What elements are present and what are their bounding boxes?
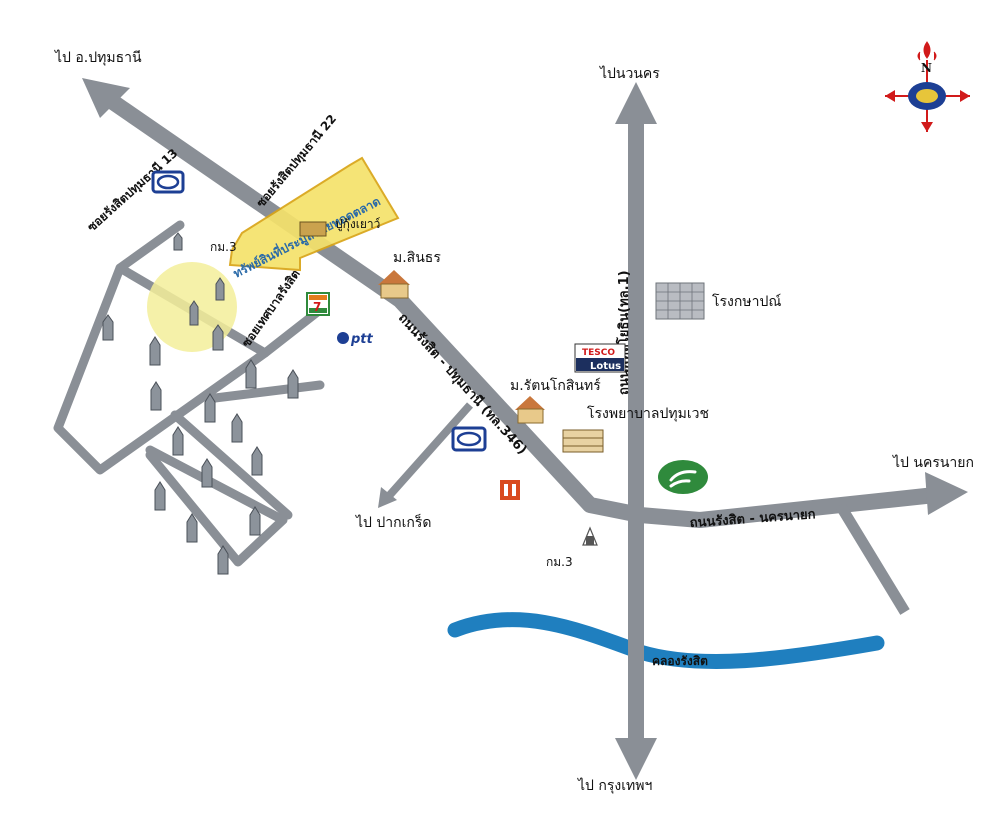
seven-eleven-icon: 7 <box>306 292 330 316</box>
house-icon <box>515 396 545 424</box>
landmark-kasap: โรงกษาปณ์ <box>712 293 781 310</box>
main-roads <box>105 93 936 755</box>
building-icon <box>102 314 114 341</box>
building-icon <box>251 446 263 476</box>
building-icon <box>212 324 224 351</box>
house-icon <box>378 270 410 299</box>
building-icon <box>173 232 183 251</box>
road-label-soi-local: ซอยเทศบาลรังสิต <box>239 267 303 350</box>
road-label-phahonyothin: ถนนพหลโยธิน(ทล.1) <box>615 270 632 395</box>
tesco-label: TESCO <box>582 348 615 358</box>
hospital-building-icon <box>562 429 604 453</box>
building-icon <box>204 393 216 423</box>
building-icon <box>189 300 199 326</box>
canal-label: คลองรังสิต <box>652 654 708 668</box>
dest-nava-nakorn: ไปนวนคร <box>599 65 660 82</box>
building-icon <box>215 277 225 301</box>
building-icon <box>217 545 229 575</box>
bank-logo-icon <box>451 426 487 452</box>
building-icon <box>231 413 243 443</box>
arrow-east-icon <box>925 472 968 515</box>
road-arrowheads <box>82 78 968 780</box>
dest-pak-kret: ไป ปากเกร็ด <box>355 513 431 531</box>
building-icon <box>149 336 161 366</box>
red-store-logo <box>500 480 520 500</box>
landmark-rattanakosin: ม.รัตนโกสินทร์ <box>510 377 601 394</box>
building-icon <box>249 506 261 536</box>
green-logo <box>658 460 708 494</box>
building-icon <box>186 513 198 543</box>
road-label-rangsit-nakhon-nayok: ถนนรังสิต - นครนายก <box>689 507 816 531</box>
lotus-label: Lotus <box>590 361 621 372</box>
ptt-label: ptt <box>350 332 374 347</box>
landmark-hospital: โรงพยาบาลปทุมเวช <box>587 405 709 422</box>
seven-eleven-label: 7 <box>313 300 321 314</box>
arrow-southwest-icon <box>378 487 397 508</box>
building-icon <box>201 458 213 488</box>
arrow-north-icon <box>615 82 657 124</box>
shop-icon <box>299 221 327 237</box>
compass-icon: N <box>885 41 970 132</box>
building-icon <box>287 369 299 399</box>
building-icon <box>150 381 162 411</box>
km-marker-icon <box>582 526 598 546</box>
tesco-lotus-logo: TESCO Lotus <box>574 343 626 373</box>
building-icon <box>172 426 184 456</box>
building-icons <box>102 232 299 575</box>
landmark-pu-kung-yao: ปู่กุ้งเยาว์ <box>335 217 380 232</box>
building-icon <box>154 481 166 511</box>
arrow-northwest-icon <box>82 78 130 118</box>
dest-pathum-thani: ไป อ.ปทุมธานี <box>54 49 142 66</box>
landmark-km3-right: กม.3 <box>546 555 573 569</box>
bank-logo-icon <box>151 170 185 194</box>
mint-building-icon <box>655 282 705 320</box>
dest-nakhon-nayok: ไป นครนายก <box>892 454 974 471</box>
arrow-south-icon <box>615 738 657 780</box>
landmark-km3-left: กม.3 <box>210 240 237 254</box>
compass-north-label: N <box>921 61 932 75</box>
building-icon <box>245 359 257 389</box>
dest-bangkok: ไป กรุงเทพฯ <box>577 777 652 794</box>
ptt-logo: ptt <box>337 332 374 347</box>
landmark-sinthorn: ม.สินธร <box>393 250 441 266</box>
